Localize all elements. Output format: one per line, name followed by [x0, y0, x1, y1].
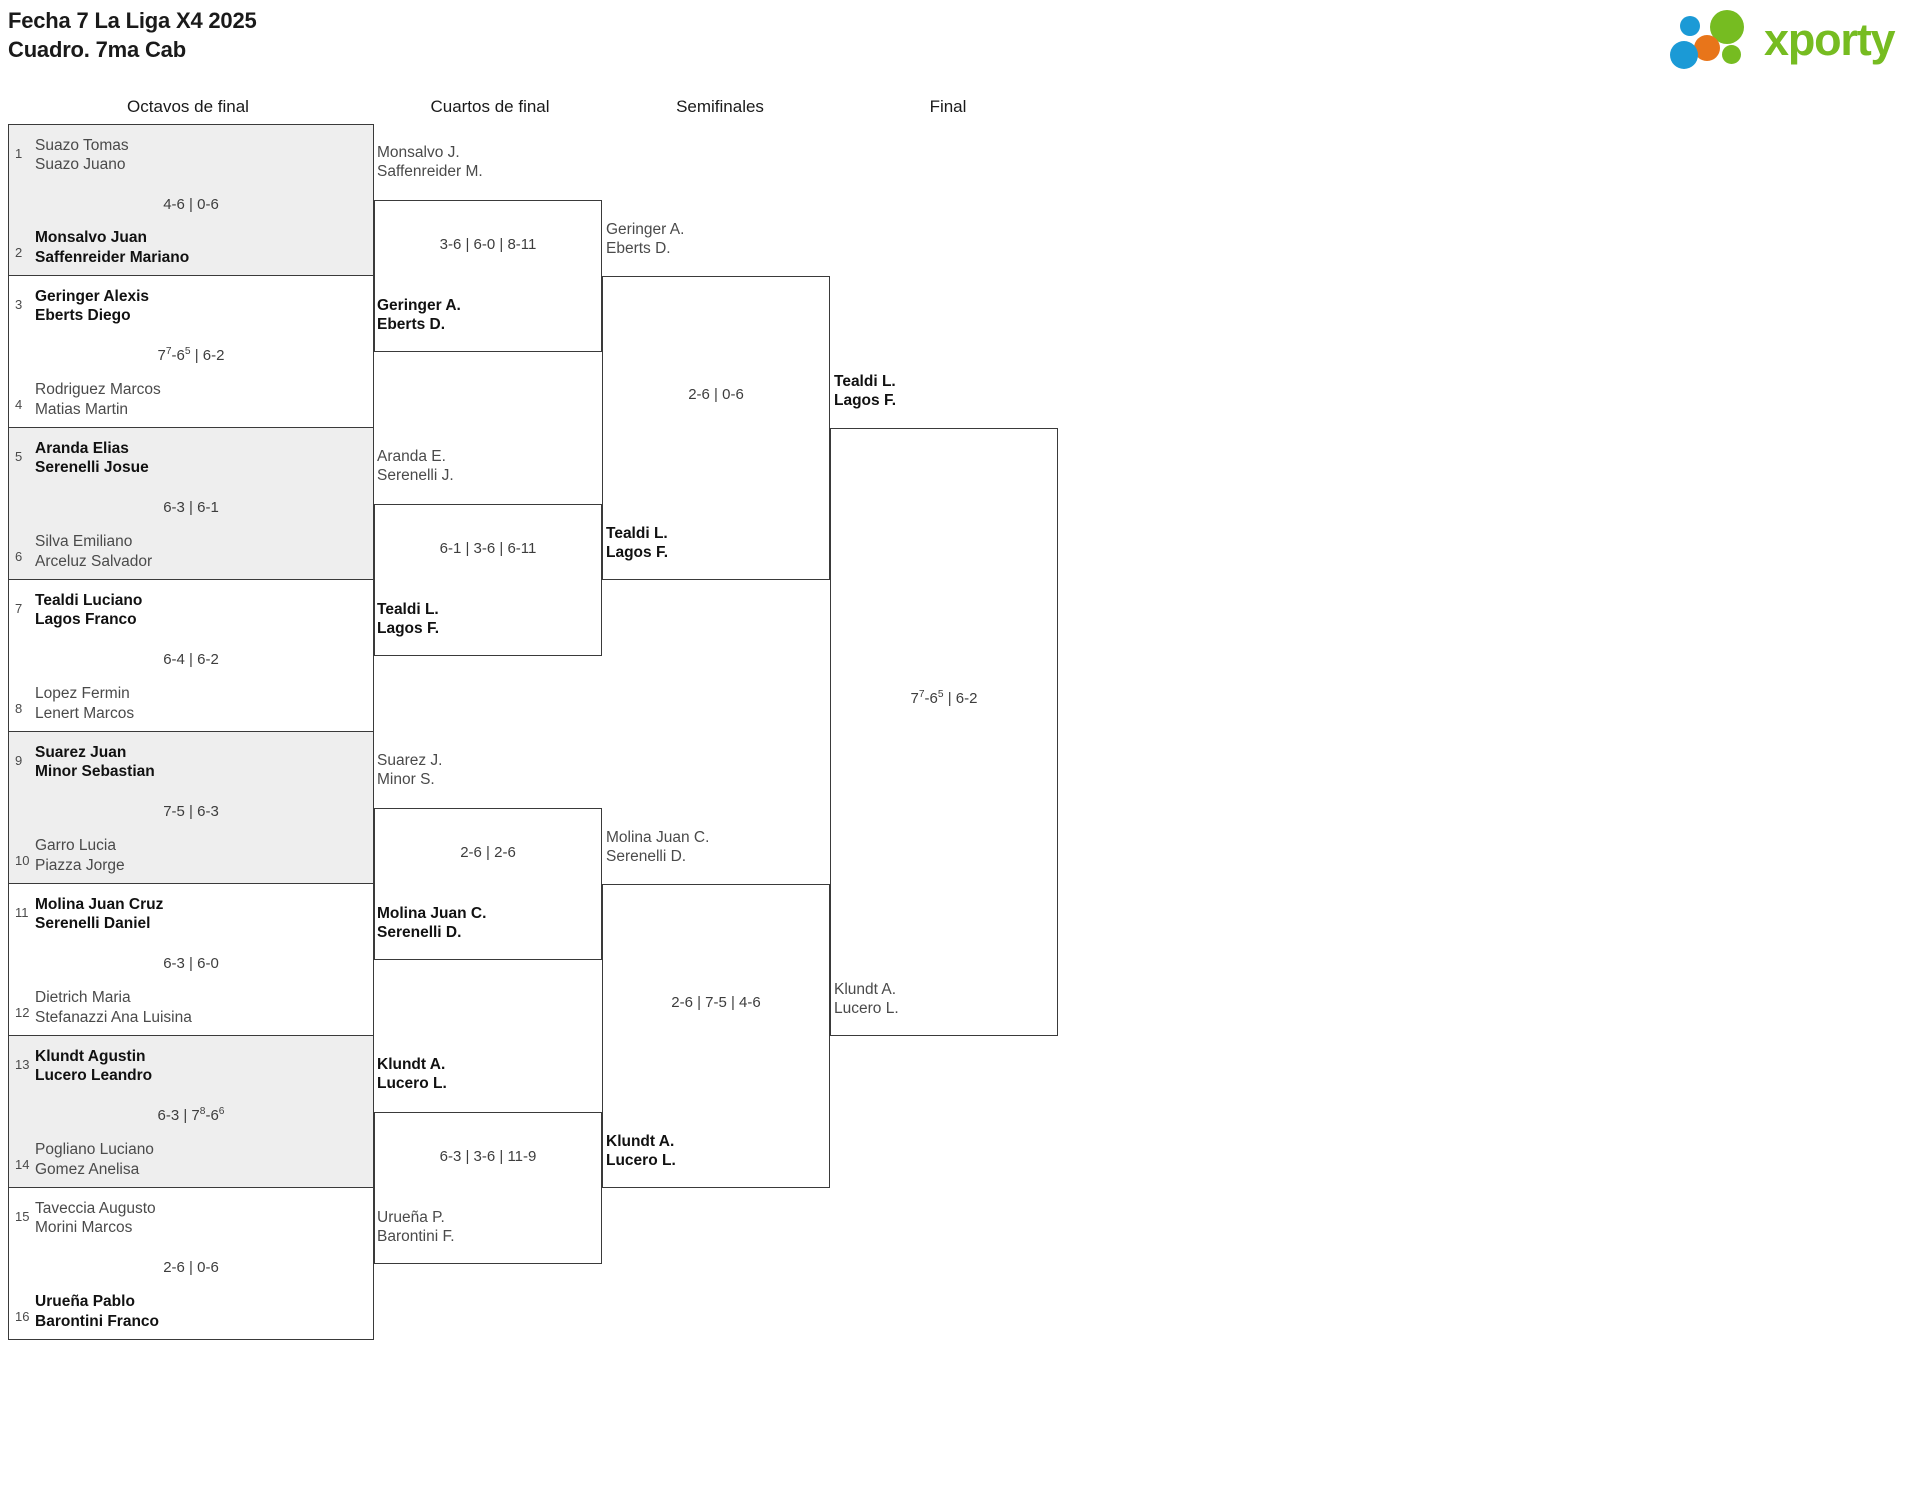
- r3-team-bottom: Tealdi L. Lagos F.: [606, 525, 669, 562]
- r1-match-8[interactable]: 15 Taveccia Augusto Morini Marcos 2-6 | …: [8, 1188, 374, 1340]
- logo-dot-orange: [1694, 35, 1720, 61]
- match-score: 2-6 | 2-6: [460, 844, 516, 861]
- match-score: 77-65 | 6-2: [910, 689, 978, 707]
- match-score: 6-3 | 78-66: [157, 1106, 225, 1124]
- team-name: Molina Juan Cruz Serenelli Daniel: [35, 896, 164, 933]
- page-title: Fecha 7 La Liga X4 2025 Cuadro. 7ma Cab: [8, 8, 257, 63]
- logo-dot-green-small: [1722, 45, 1741, 64]
- logo-dot-blue-large: [1670, 41, 1698, 69]
- seed-number: 3: [15, 297, 23, 312]
- r2-team-bottom: Urueña P. Barontini F.: [377, 1209, 455, 1246]
- team-name: Geringer Alexis Eberts Diego: [35, 288, 150, 325]
- team-name: Suazo Tomas Suazo Juano: [35, 137, 129, 174]
- match-score: 6-4 | 6-2: [163, 651, 219, 668]
- r1-match-1[interactable]: 1 Suazo Tomas Suazo Juano 4-6 | 0-6 2 Mo…: [8, 124, 374, 276]
- seed-number: 5: [15, 449, 23, 464]
- match-score: 6-3 | 6-1: [163, 499, 219, 516]
- r1-match-6[interactable]: 11 Molina Juan Cruz Serenelli Daniel 6-3…: [8, 884, 374, 1036]
- match-score: 3-6 | 6-0 | 8-11: [439, 236, 537, 253]
- match-score: 2-6 | 0-6: [688, 386, 744, 403]
- seed-number: 6: [15, 549, 23, 564]
- match-score: 7-5 | 6-3: [163, 803, 219, 820]
- team-name: Pogliano Luciano Gomez Anelisa: [35, 1141, 154, 1178]
- seed-number: 1: [15, 146, 23, 161]
- logo-dot-blue-small: [1680, 16, 1700, 36]
- r2-team-bottom: Molina Juan C. Serenelli D.: [377, 905, 487, 942]
- seed-number: 11: [15, 905, 29, 920]
- seed-number: 15: [15, 1209, 30, 1224]
- seed-number: 14: [15, 1157, 30, 1172]
- r1-match-3[interactable]: 5 Aranda Elias Serenelli Josue 6-3 | 6-1…: [8, 428, 374, 580]
- r3-team-top: Geringer A. Eberts D.: [606, 221, 685, 258]
- r2-team-top: Monsalvo J. Saffenreider M.: [377, 144, 483, 181]
- seed-number: 4: [15, 397, 23, 412]
- seed-number: 16: [15, 1309, 30, 1324]
- r3-match-2[interactable]: 2-6 | 7-5 | 4-6: [602, 884, 830, 1188]
- team-name: Urueña Pablo Barontini Franco: [35, 1293, 160, 1330]
- round-header-octavos: Octavos de final: [127, 97, 249, 116]
- r2-match-4[interactable]: 6-3 | 3-6 | 11-9: [374, 1112, 602, 1264]
- team-name: Lopez Fermin Lenert Marcos: [35, 685, 135, 722]
- r4-team-bottom: Klundt A. Lucero L.: [834, 981, 899, 1018]
- team-name: Klundt Agustin Lucero Leandro: [35, 1048, 153, 1085]
- team-name: Taveccia Augusto Morini Marcos: [35, 1200, 156, 1237]
- team-name: Garro Lucia Piazza Jorge: [35, 837, 125, 874]
- seed-number: 7: [15, 601, 23, 616]
- r4-team-top: Tealdi L. Lagos F.: [834, 373, 897, 410]
- match-score: 6-3 | 3-6 | 11-9: [439, 1148, 537, 1165]
- r2-team-top: Suarez J. Minor S.: [377, 752, 443, 789]
- r2-match-1[interactable]: 3-6 | 6-0 | 8-11: [374, 200, 602, 352]
- team-name: Tealdi Luciano Lagos Franco: [35, 592, 143, 629]
- r3-match-1[interactable]: 2-6 | 0-6: [602, 276, 830, 580]
- team-name: Silva Emiliano Arceluz Salvador: [35, 533, 153, 570]
- r2-team-bottom: Geringer A. Eberts D.: [377, 297, 461, 334]
- seed-number: 12: [15, 1005, 30, 1020]
- seed-number: 13: [15, 1057, 30, 1072]
- r2-team-top: Aranda E. Serenelli J.: [377, 448, 454, 485]
- xporty-logo: xporty: [1668, 8, 1908, 72]
- r2-match-3[interactable]: 2-6 | 2-6: [374, 808, 602, 960]
- team-name: Suarez Juan Minor Sebastian: [35, 744, 155, 781]
- r1-match-2[interactable]: 3 Geringer Alexis Eberts Diego 77-65 | 6…: [8, 276, 374, 428]
- match-score: 2-6 | 0-6: [163, 1259, 219, 1276]
- team-name: Dietrich Maria Stefanazzi Ana Luisina: [35, 989, 192, 1026]
- r2-match-2[interactable]: 6-1 | 3-6 | 6-11: [374, 504, 602, 656]
- match-score: 6-1 | 3-6 | 6-11: [439, 540, 537, 557]
- round-header-cuartos: Cuartos de final: [430, 97, 550, 116]
- r3-team-bottom: Klundt A. Lucero L.: [606, 1133, 676, 1170]
- match-score: 77-65 | 6-2: [157, 346, 225, 364]
- r2-team-top: Klundt A. Lucero L.: [377, 1056, 447, 1093]
- round-header-semifinales: Semifinales: [676, 97, 764, 116]
- team-name: Aranda Elias Serenelli Josue: [35, 440, 149, 477]
- team-name: Rodriguez Marcos Matias Martin: [35, 381, 161, 418]
- seed-number: 8: [15, 701, 23, 716]
- match-score: 4-6 | 0-6: [163, 196, 219, 213]
- r4-match-final[interactable]: 77-65 | 6-2: [830, 428, 1058, 1036]
- seed-number: 2: [15, 245, 23, 260]
- seed-number: 9: [15, 753, 23, 768]
- r1-match-5[interactable]: 9 Suarez Juan Minor Sebastian 7-5 | 6-3 …: [8, 732, 374, 884]
- r2-team-bottom: Tealdi L. Lagos F.: [377, 601, 440, 638]
- team-name: Monsalvo Juan Saffenreider Mariano: [35, 229, 190, 266]
- r1-match-7[interactable]: 13 Klundt Agustin Lucero Leandro 6-3 | 7…: [8, 1036, 374, 1188]
- round-header-final: Final: [929, 97, 967, 116]
- match-score: 2-6 | 7-5 | 4-6: [671, 994, 761, 1011]
- match-score: 6-3 | 6-0: [163, 955, 219, 972]
- r1-match-4[interactable]: 7 Tealdi Luciano Lagos Franco 6-4 | 6-2 …: [8, 580, 374, 732]
- r3-team-top: Molina Juan C. Serenelli D.: [606, 829, 710, 866]
- logo-wordmark: xporty: [1764, 14, 1896, 65]
- seed-number: 10: [15, 853, 30, 868]
